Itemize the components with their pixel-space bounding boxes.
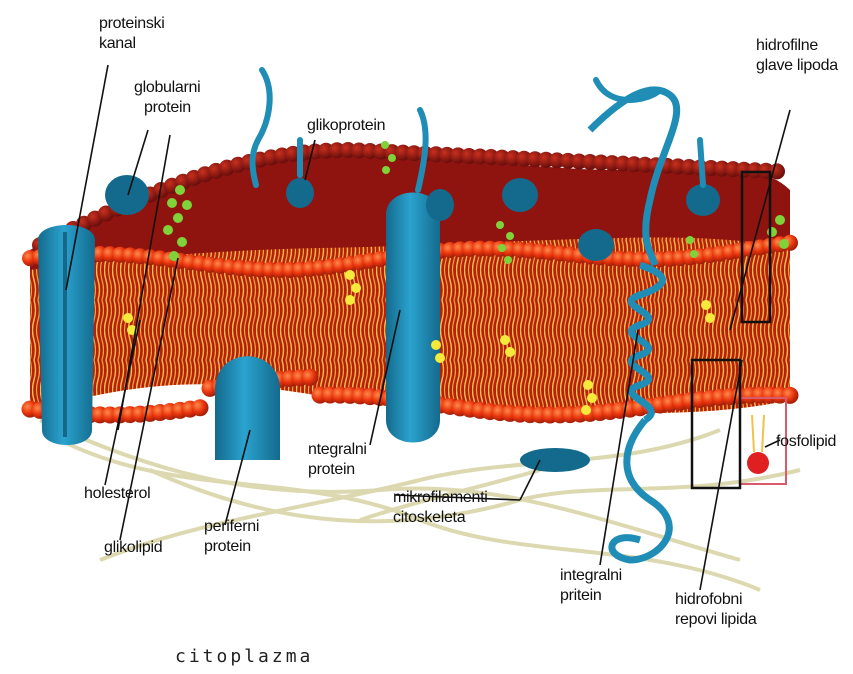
label-glikolipid: glikolipid bbox=[104, 538, 162, 558]
label-citoplazma: citoplazma bbox=[175, 646, 313, 667]
label-hidrofobni-repovi: hidrofobni repovi lipida bbox=[675, 590, 756, 630]
label-globularni-protein: globularni protein bbox=[134, 78, 200, 118]
label-glikoprotein: glikoprotein bbox=[307, 116, 385, 136]
label-hidrofilne-glave: hidrofilne glave lipoda bbox=[756, 36, 838, 76]
label-proteinski-kanal: proteinski kanal bbox=[99, 14, 164, 54]
phospholipid-head bbox=[302, 369, 319, 386]
label-fosfolipid: fosfolipid bbox=[776, 432, 836, 452]
label-holesterol: holesterol bbox=[84, 484, 150, 504]
label-mikrofilamenti: mikrofilamenti citoskeleta bbox=[393, 488, 488, 528]
label-integralni-protein-mid: ntegralni protein bbox=[308, 440, 367, 480]
protein-channel bbox=[38, 225, 95, 445]
phospholipid-head bbox=[782, 387, 799, 404]
label-periferni-protein: periferni protein bbox=[204, 517, 259, 557]
peripheral-protein bbox=[215, 356, 280, 460]
phospholipid-head bbox=[192, 399, 209, 416]
label-integralni-protein-right: integralni pritein bbox=[560, 566, 622, 606]
integral-protein-mid bbox=[386, 193, 440, 443]
